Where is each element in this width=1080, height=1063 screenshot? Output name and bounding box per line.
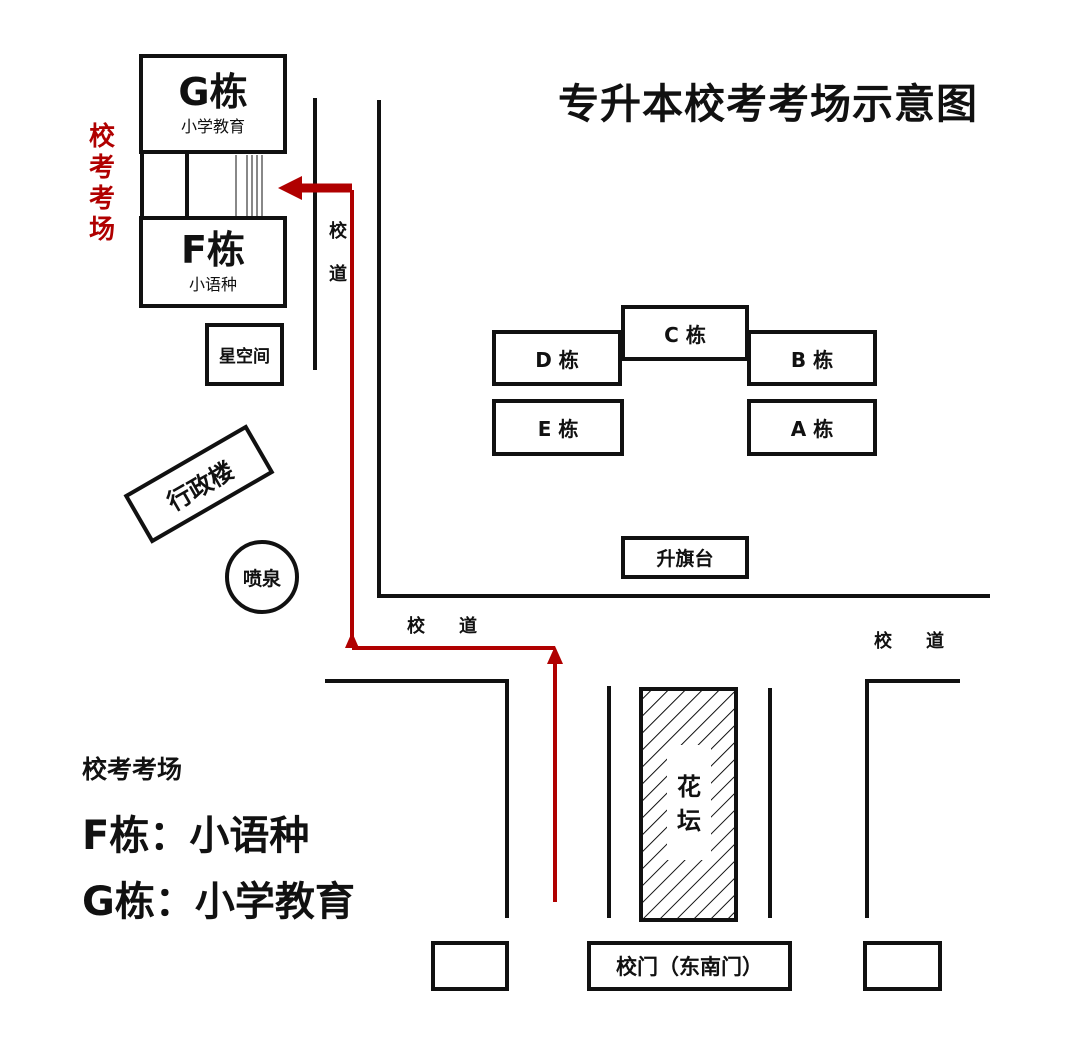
building-xingkongjian: 星空间 — [205, 323, 284, 386]
label-char: 校 — [88, 122, 115, 152]
label-char: 场 — [88, 215, 115, 245]
flowerbed-label: 花 坛 — [667, 770, 711, 838]
label-char: 考 — [88, 153, 115, 183]
building-a: A 栋 — [747, 399, 877, 456]
building-g-sub: 小学教育 — [180, 117, 245, 136]
route-path — [300, 183, 557, 902]
route-arrow-up — [547, 646, 563, 664]
legend: 校考考场 F栋：小语种 G栋：小学教育 — [82, 752, 355, 926]
building-g-name: G栋 — [178, 70, 248, 114]
fountain: 喷泉 — [225, 540, 299, 614]
building-g: G栋 小学教育 — [139, 54, 287, 154]
page-title: 专升本校考考场示意图 — [558, 80, 978, 128]
road-label: 道 — [329, 264, 347, 285]
road-edge — [325, 679, 509, 918]
building-c: C 栋 — [621, 305, 749, 361]
road-label: 校 — [329, 221, 347, 242]
legend-line-g: G栋：小学教育 — [82, 879, 355, 925]
label-char: 坛 — [677, 807, 701, 835]
legend-line-f: F栋：小语种 — [82, 813, 310, 859]
building-f-sub: 小语种 — [188, 275, 237, 294]
label-char: 考 — [88, 184, 115, 214]
building-f: F栋 小语种 — [139, 216, 287, 308]
exam-label-vertical: 校 考 考 场 — [86, 122, 118, 246]
route-arrow-left — [278, 176, 302, 200]
road-label: 道 — [459, 616, 477, 637]
road-label: 道 — [926, 631, 944, 652]
route-arrow-up — [345, 632, 359, 648]
label-char: 花 — [677, 773, 701, 801]
road-label: 校 — [407, 616, 425, 637]
flag-platform: 升旗台 — [621, 536, 749, 579]
gatehouse-right — [863, 941, 942, 991]
gatehouse-left — [431, 941, 509, 991]
road-label: 校 — [874, 631, 892, 652]
building-e: E 栋 — [492, 399, 624, 456]
legend-heading: 校考考场 — [82, 755, 183, 784]
road-edge — [865, 679, 960, 918]
school-gate: 校门（东南门） — [587, 941, 792, 991]
building-f-name: F栋 — [181, 228, 245, 272]
building-d: D 栋 — [492, 330, 622, 386]
building-b: B 栋 — [747, 330, 877, 386]
